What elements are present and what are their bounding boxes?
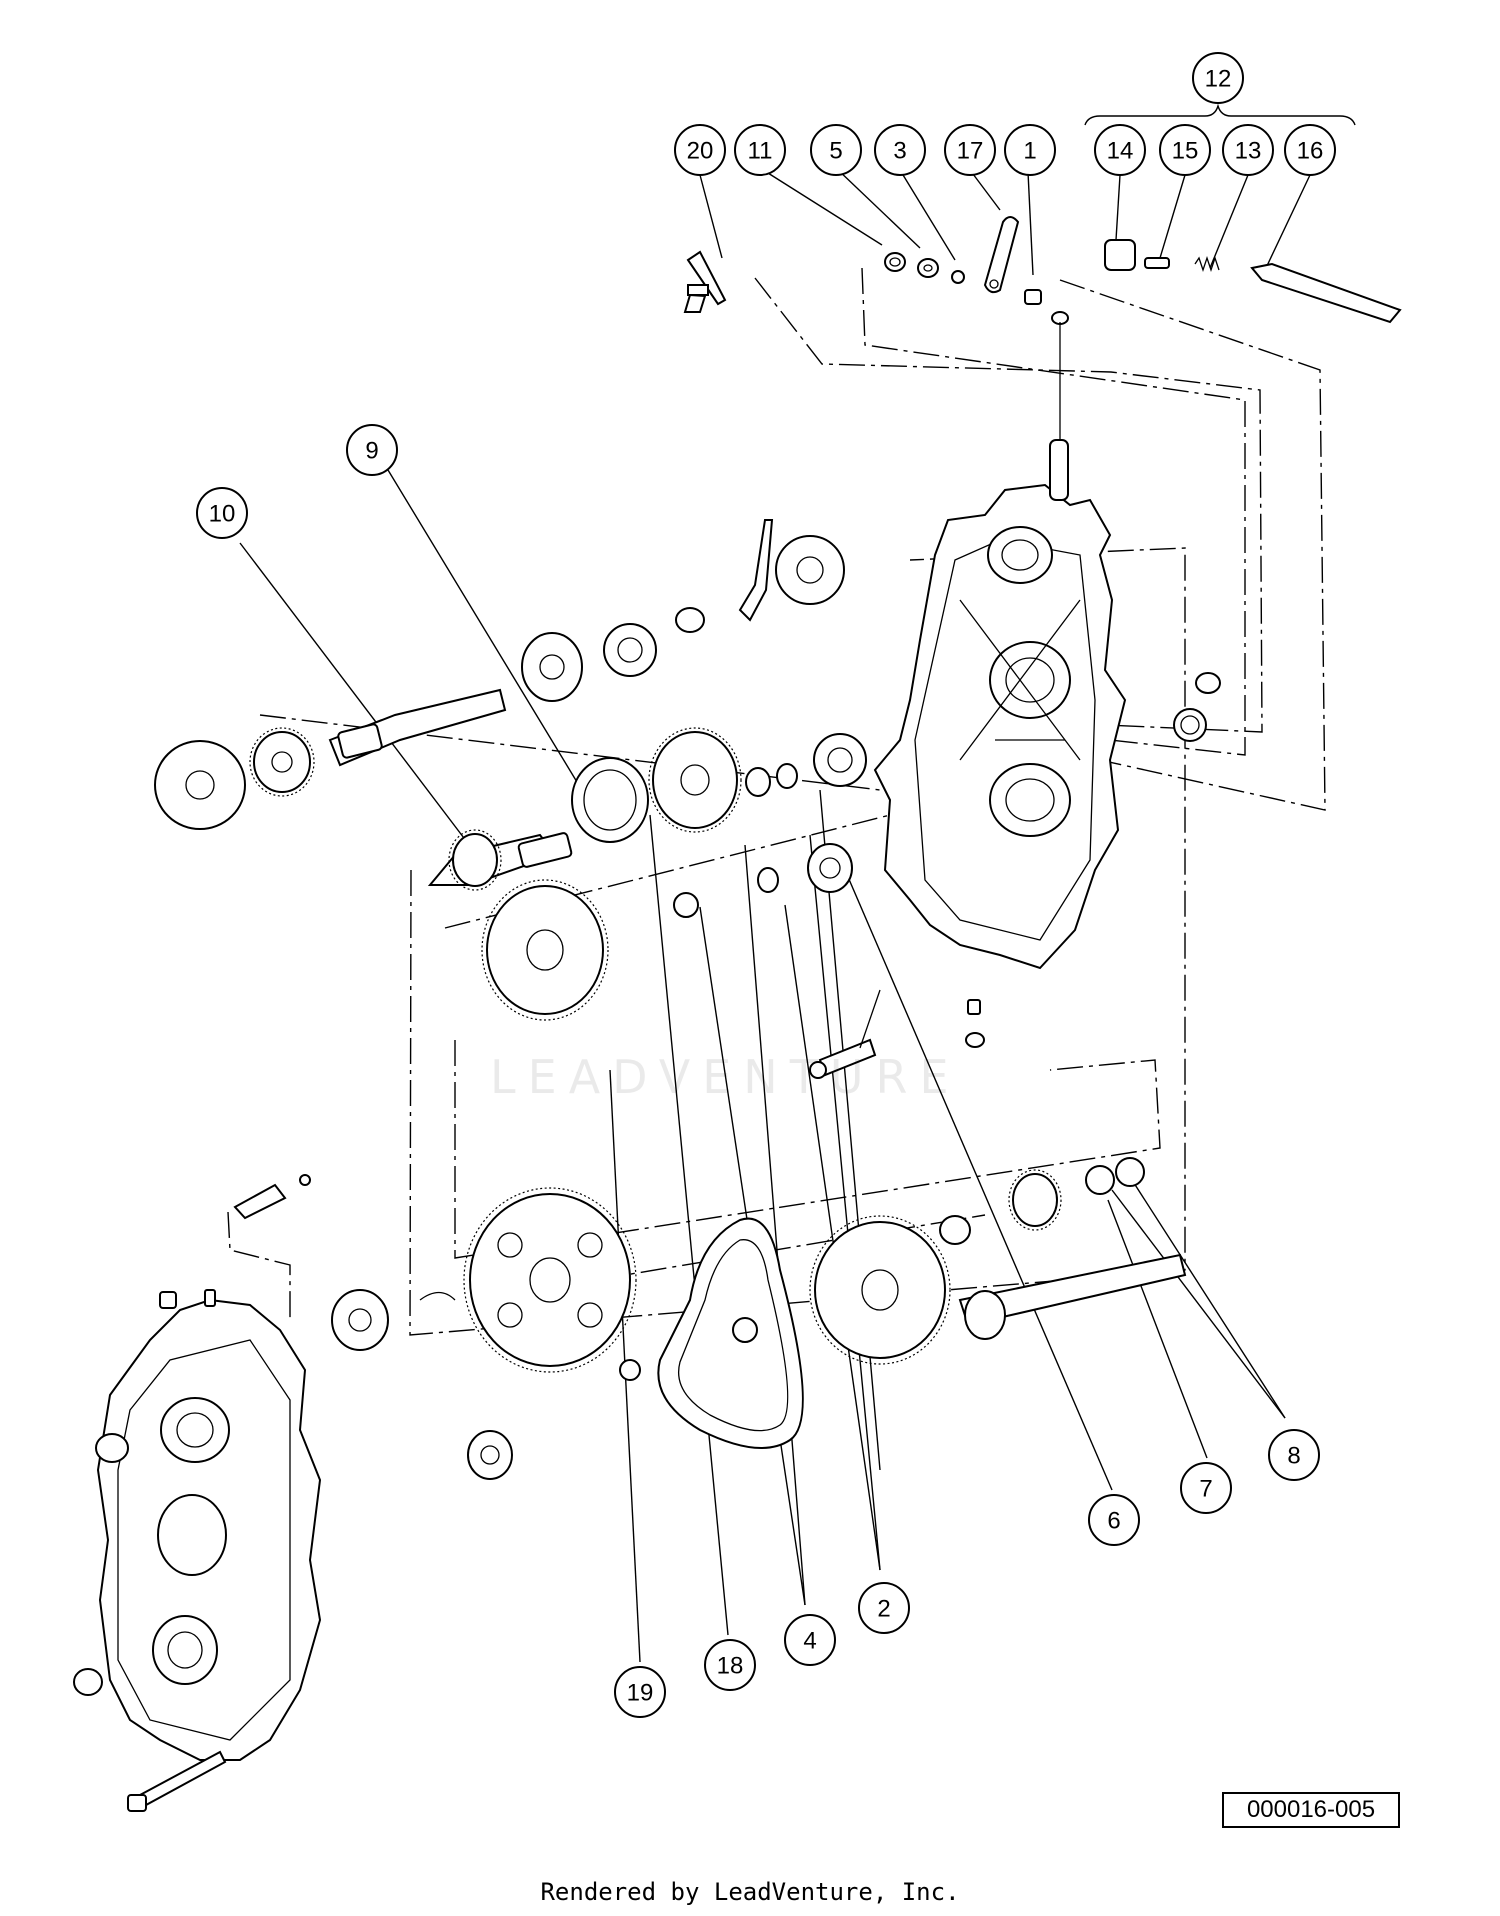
callout-bubbles: 20 11 5 3 17 1 12 14 15 13 16 9 10 8 7 6 2 4 18 19 (196, 52, 1336, 1718)
callout-label: 10 (209, 501, 236, 528)
lower-output-assembly (879, 1157, 1187, 1340)
callout-label: 12 (1205, 66, 1232, 93)
callout-circle (614, 1666, 666, 1718)
callout-circle (1004, 124, 1056, 176)
callout-label: 4 (803, 1628, 816, 1655)
lower-gears (331, 1187, 951, 1480)
assembly-phantom-lines (227, 267, 1326, 1336)
callout-label: 2 (877, 1596, 890, 1623)
callout-16: 16 (1284, 124, 1336, 176)
footer-credit: Rendered by LeadVenture, Inc. (540, 1878, 960, 1906)
callout-label: 9 (365, 438, 378, 465)
callout-circle (1088, 1494, 1140, 1546)
callout-label: 11 (748, 138, 773, 165)
callout-label: 18 (717, 1653, 744, 1680)
callout-circle (874, 124, 926, 176)
nut-1 (1024, 289, 1042, 305)
upper-shaft-assembly (154, 519, 845, 830)
callout-circle (1268, 1429, 1320, 1481)
callout-label: 14 (1107, 138, 1134, 165)
callout-circle (1284, 124, 1336, 176)
callout-circle (1192, 52, 1244, 104)
callout-circle (944, 124, 996, 176)
callout-circle (1159, 124, 1211, 176)
callout-label: 16 (1297, 138, 1324, 165)
lever-17 (983, 216, 1020, 294)
callout-13: 13 (1222, 124, 1274, 176)
callout-14: 14 (1094, 124, 1146, 176)
callout-circle (346, 424, 398, 476)
callout-9: 9 (346, 424, 398, 476)
detent-kit-12 (1104, 239, 1402, 324)
callout-label: 7 (1199, 1476, 1212, 1503)
callout-7: 7 (1180, 1462, 1232, 1514)
callout-4: 4 (784, 1614, 836, 1666)
callout-circle (858, 1582, 910, 1634)
callout-17: 17 (944, 124, 996, 176)
callout-5: 5 (810, 124, 862, 176)
callout-circle (674, 124, 726, 176)
callout-12: 12 (1192, 52, 1244, 104)
callout-8: 8 (1268, 1429, 1320, 1481)
callout-circle (734, 124, 786, 176)
middle-shaft-assembly (427, 727, 867, 1021)
reference-number: 000016-005 (1222, 1792, 1400, 1828)
callout-label: 15 (1172, 138, 1199, 165)
callout-label: 19 (627, 1680, 654, 1707)
callout-label: 3 (893, 138, 906, 165)
callout-2: 2 (858, 1582, 910, 1634)
callout-label: 1 (1023, 138, 1036, 165)
case-half-left (73, 1174, 322, 1812)
callout-circle (704, 1639, 756, 1691)
callout-10: 10 (196, 487, 248, 539)
callout-19: 19 (614, 1666, 666, 1718)
callout-circle (1180, 1462, 1232, 1514)
shift-fork (809, 989, 881, 1079)
leader-lines (239, 103, 1356, 1663)
shift-arm-20 (683, 250, 727, 313)
callout-label: 17 (957, 138, 984, 165)
ring-3 (951, 270, 965, 284)
callout-1: 1 (1004, 124, 1056, 176)
callout-6: 6 (1088, 1494, 1140, 1546)
callout-label: 8 (1287, 1443, 1300, 1470)
washer-5 (917, 258, 939, 278)
callout-circle (1094, 124, 1146, 176)
case-half-right (873, 311, 1221, 1048)
callout-circle (784, 1614, 836, 1666)
callout-20: 20 (674, 124, 726, 176)
callout-label: 20 (687, 138, 714, 165)
callout-15: 15 (1159, 124, 1211, 176)
callout-label: 6 (1107, 1508, 1120, 1535)
callout-circle (1222, 124, 1274, 176)
seal-11 (884, 252, 906, 272)
callout-11: 11 (734, 124, 786, 176)
callout-circle (196, 487, 248, 539)
watermark: LEADVENTURE (490, 1050, 961, 1104)
callout-label: 13 (1235, 138, 1262, 165)
callout-label: 5 (829, 138, 842, 165)
callout-3: 3 (874, 124, 926, 176)
callout-circle (810, 124, 862, 176)
callout-18: 18 (704, 1639, 756, 1691)
